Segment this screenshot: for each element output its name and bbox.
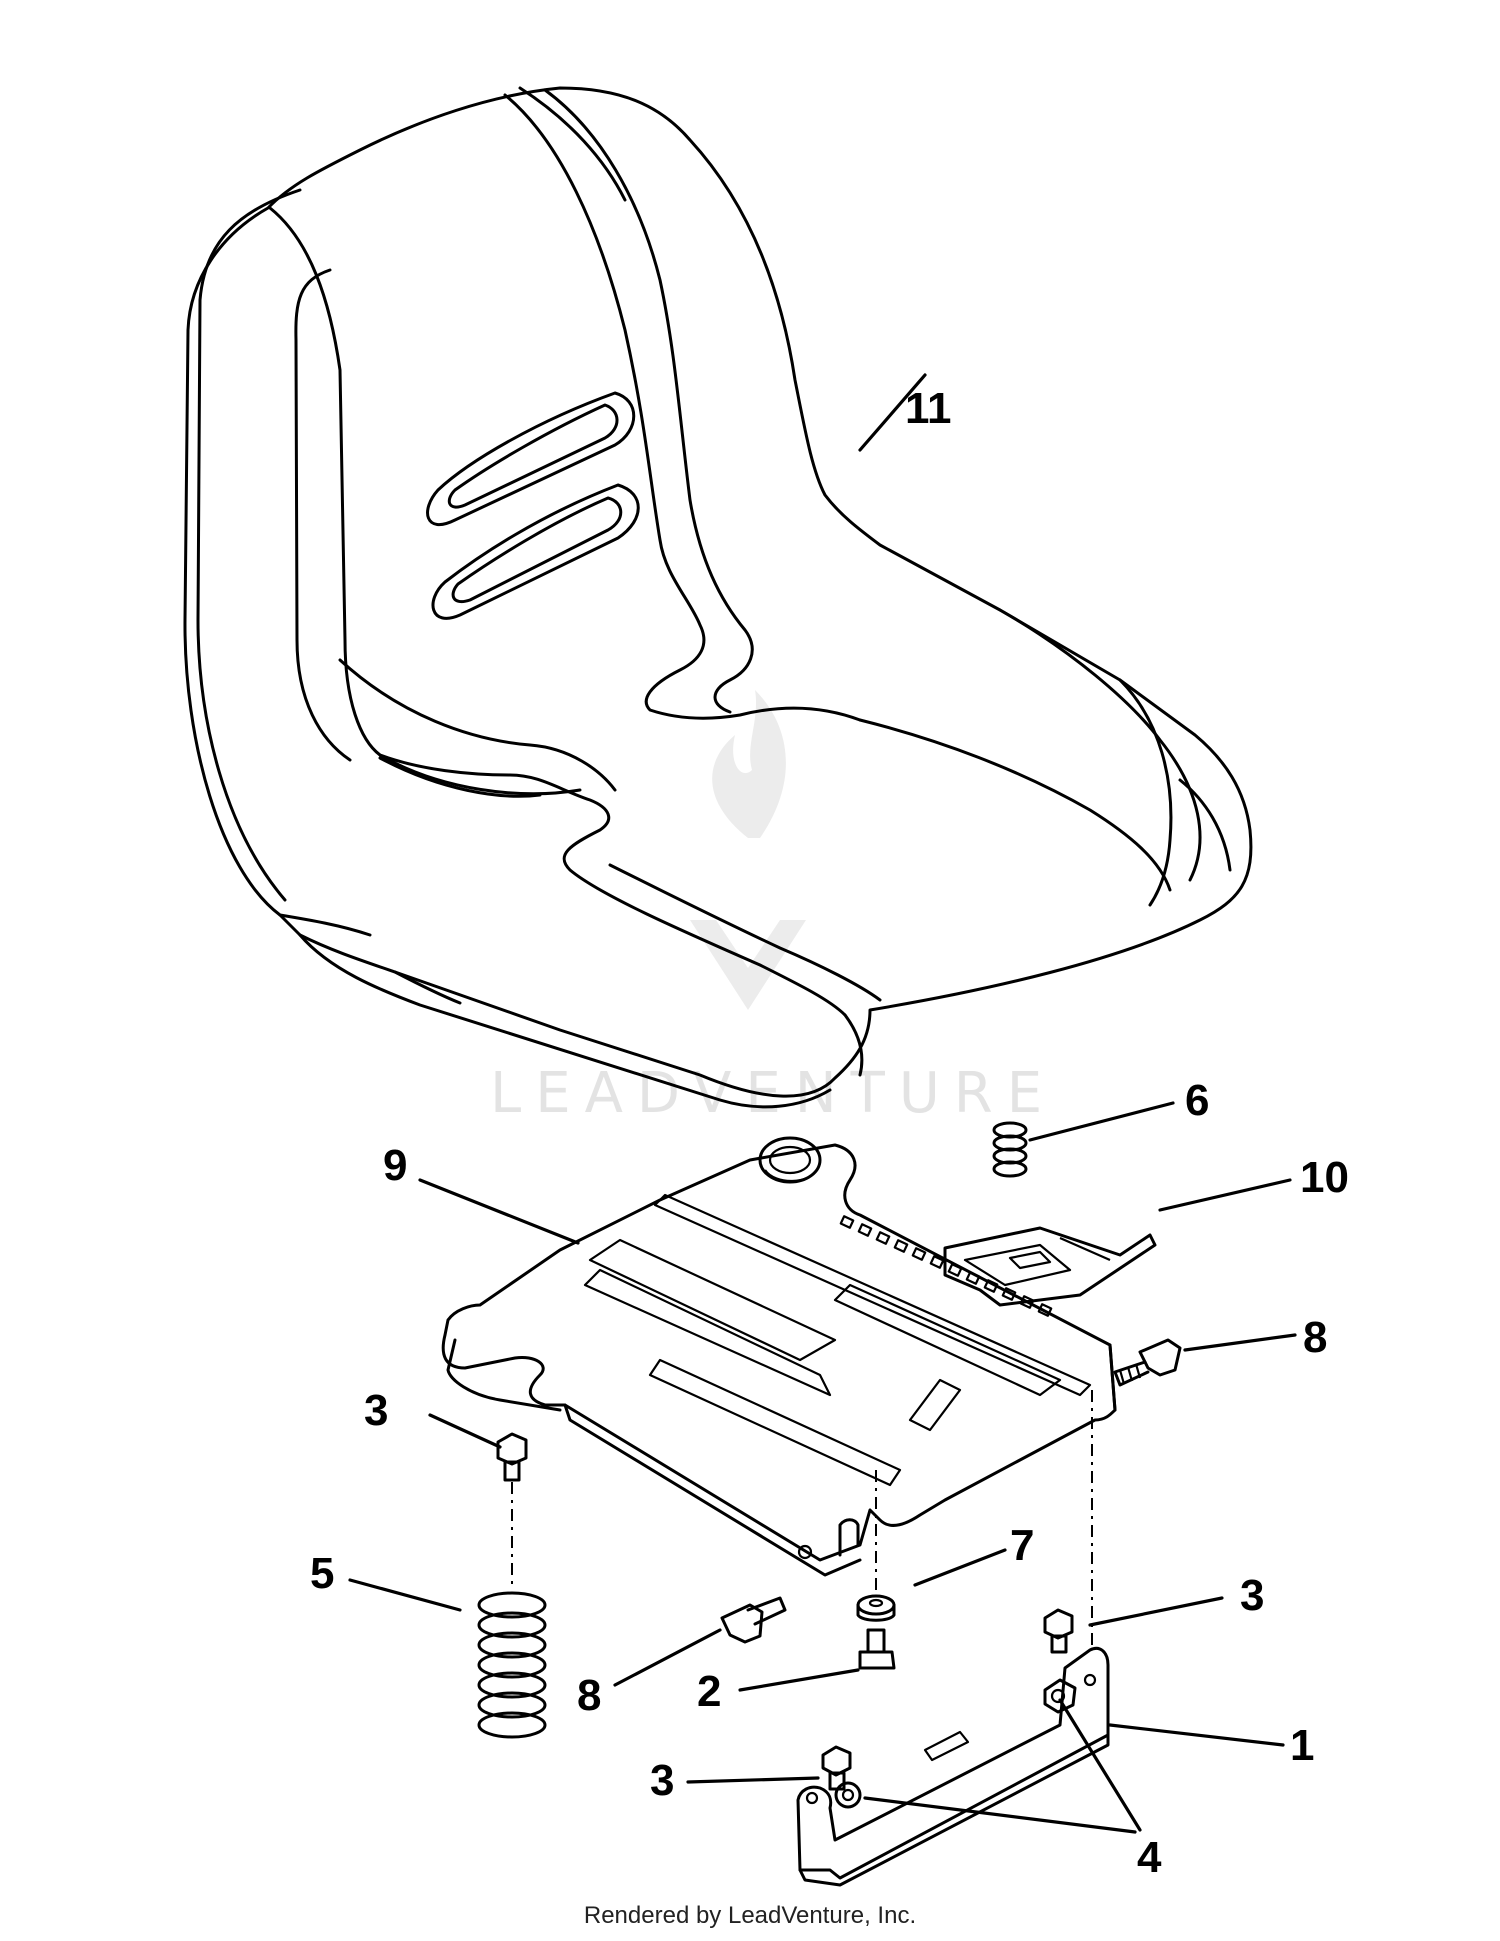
bolt-part-8-right — [1113, 1338, 1182, 1387]
callouts: 11 6 9 10 8 3 7 5 3 8 2 1 3 4 — [310, 384, 1349, 1882]
adjust-slots — [839, 1215, 1053, 1317]
callout-11: 11 — [905, 384, 952, 433]
bolt-part-3-left — [496, 1432, 528, 1482]
bracket-part-1 — [796, 1646, 1110, 1887]
leader-lines — [348, 373, 1297, 1834]
spring-part-6 — [992, 1121, 1028, 1178]
seat-pan-part-9 — [441, 1136, 1117, 1577]
callout-6: 6 — [1185, 1076, 1209, 1125]
callout-8-lower: 8 — [577, 1671, 601, 1720]
bolt-part-8-lower — [720, 1596, 787, 1644]
bolt-part-2 — [858, 1628, 896, 1670]
spring-part-5 — [477, 1591, 547, 1739]
callout-3-left: 3 — [364, 1386, 388, 1435]
callout-9: 9 — [383, 1141, 407, 1190]
callout-1: 1 — [1290, 1721, 1314, 1770]
callout-7: 7 — [1010, 1521, 1034, 1570]
callout-5: 5 — [310, 1549, 334, 1598]
callout-3-lower: 3 — [650, 1756, 674, 1805]
washer-part-7 — [856, 1594, 896, 1622]
callout-10: 10 — [1300, 1153, 1349, 1202]
seat-part-11 — [183, 86, 1253, 1109]
watermark-text: LEADVENTURE — [490, 1061, 1056, 1126]
callout-2: 2 — [697, 1667, 721, 1716]
callout-8-right: 8 — [1303, 1313, 1327, 1362]
callout-3-right: 3 — [1240, 1571, 1264, 1620]
footer-credit: Rendered by LeadVenture, Inc. — [583, 1902, 917, 1929]
callout-4: 4 — [1137, 1833, 1162, 1882]
bolt-part-3-right — [1043, 1608, 1074, 1654]
bolt-part-3-lower — [821, 1745, 852, 1791]
switch-bracket-part-10 — [943, 1226, 1157, 1307]
